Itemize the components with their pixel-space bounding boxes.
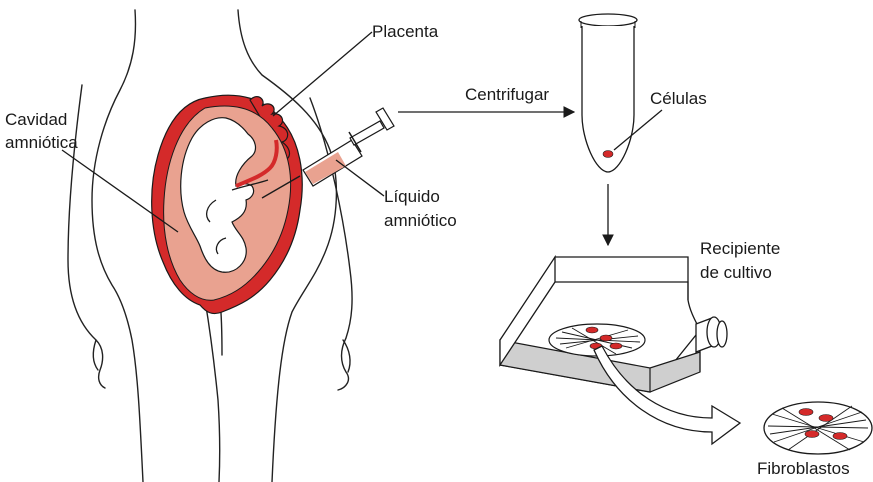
- placenta-label: Placenta: [372, 22, 439, 41]
- centrifugar-label: Centrifugar: [465, 85, 549, 104]
- cavidad-label-line2: amniótica: [5, 133, 78, 152]
- liquido-label-line2: amniótico: [384, 211, 457, 230]
- celulas-label: Células: [650, 89, 707, 108]
- placenta-leader: [273, 32, 372, 116]
- cell-pellet: [603, 151, 613, 158]
- liquido-label-line1: Líquido: [384, 187, 440, 206]
- fibroblast-dish-icon: [764, 402, 872, 454]
- uterus: [152, 95, 303, 313]
- liquido-leader: [336, 160, 384, 196]
- cavidad-label-line1: Cavidad: [5, 110, 67, 129]
- fibroblastos-label: Fibroblastos: [757, 459, 850, 478]
- recipiente-label-line1: Recipiente: [700, 239, 780, 258]
- test-tube-icon: [579, 14, 637, 172]
- recipiente-label-line2: de cultivo: [700, 263, 772, 282]
